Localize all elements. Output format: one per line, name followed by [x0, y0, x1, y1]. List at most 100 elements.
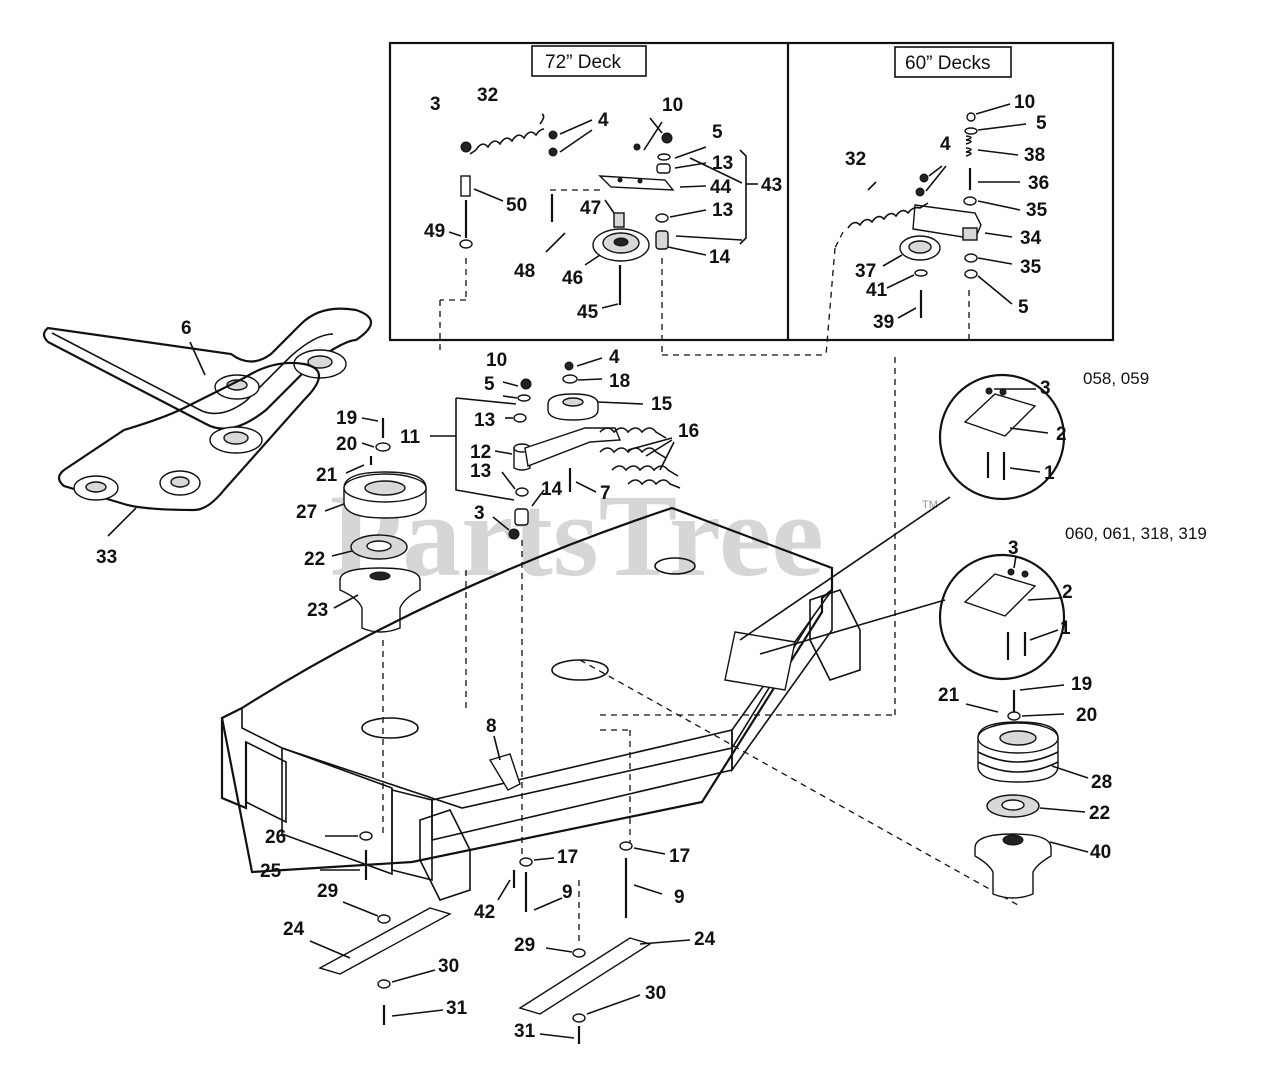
callout-labels: 3 32 4 10 5 13 44 43 50 47 13 49 48 46 1… [96, 85, 1207, 1042]
callout-16: 16 [678, 421, 699, 442]
callout-29: 29 [514, 935, 535, 956]
callout-13: 13 [474, 410, 495, 431]
callout-3: 3 [1040, 378, 1051, 399]
detail-circle-top [938, 373, 1066, 501]
callout-19: 19 [336, 408, 357, 429]
callout-4: 4 [609, 347, 620, 368]
callout-39: 39 [873, 312, 894, 333]
callout-32: 32 [845, 149, 866, 170]
pulley-15 [547, 393, 599, 421]
callout-21: 21 [938, 685, 960, 706]
callout-7: 7 [600, 483, 611, 504]
trademark: TM [922, 499, 938, 511]
callout-41: 41 [866, 280, 888, 301]
callout-8: 8 [486, 716, 497, 737]
callout-18: 18 [609, 371, 630, 392]
callout-44: 44 [710, 177, 732, 198]
callout-13: 13 [712, 200, 733, 221]
callout-35: 35 [1026, 200, 1048, 221]
model-numbers-top: 058, 059 [1083, 369, 1149, 388]
callout-20: 20 [1076, 705, 1097, 726]
mount-plate [724, 631, 796, 691]
callout-2: 2 [1062, 582, 1073, 603]
callout-9: 9 [562, 882, 573, 903]
callout-5: 5 [1018, 297, 1029, 318]
bracket-44 [598, 175, 675, 191]
deck60-header: 60” Decks [905, 53, 991, 74]
callout-22: 22 [1089, 803, 1110, 824]
callout-49: 49 [424, 221, 445, 242]
callout-14: 14 [709, 247, 731, 268]
callout-3: 3 [430, 94, 441, 115]
clip-8 [488, 753, 521, 791]
spring-38 [965, 135, 972, 157]
callout-22: 22 [304, 549, 325, 570]
callout-36: 36 [1028, 173, 1049, 194]
callout-37: 37 [855, 261, 876, 282]
callout-46: 46 [562, 268, 583, 289]
detail-circle-bottom [938, 553, 1066, 681]
callout-28: 28 [1091, 772, 1112, 793]
inset-frame [388, 41, 1115, 342]
bracket-11 [455, 397, 517, 501]
callout-10: 10 [662, 95, 683, 116]
callout-25: 25 [260, 861, 282, 882]
callout-11: 11 [400, 427, 421, 448]
callout-10: 10 [486, 350, 507, 371]
deck60-header-box [894, 46, 1012, 78]
spacer-50 [460, 175, 471, 197]
spindle-40 [974, 833, 1052, 899]
callout-20: 20 [336, 434, 357, 455]
model-numbers-bottom: 060, 061, 318, 319 [1065, 524, 1207, 543]
callout-33: 33 [96, 547, 117, 568]
callout-50: 50 [506, 195, 527, 216]
callout-31: 31 [446, 998, 468, 1019]
callout-29: 29 [317, 881, 338, 902]
deck60-parts [662, 103, 1027, 356]
callout-48: 48 [514, 261, 535, 282]
callout-10: 10 [1014, 92, 1035, 113]
callout-40: 40 [1090, 842, 1111, 863]
callout-38: 38 [1024, 145, 1045, 166]
mower-deck [220, 355, 1019, 906]
callout-42: 42 [474, 902, 495, 923]
spring-32 [475, 128, 545, 151]
callout-5: 5 [1036, 113, 1047, 134]
callout-24: 24 [283, 919, 305, 940]
callout-9: 9 [674, 887, 685, 908]
callout-32: 32 [477, 85, 498, 106]
callout-1: 1 [1044, 463, 1055, 484]
callout-15: 15 [651, 394, 673, 415]
callout-31: 31 [514, 1021, 536, 1042]
spindle-23 [339, 567, 421, 633]
belts [42, 307, 373, 537]
callout-35: 35 [1020, 257, 1042, 278]
callout-3: 3 [474, 503, 485, 524]
idler-arm-assembly [430, 357, 681, 860]
springs-16 [599, 427, 667, 439]
bracket-43 [739, 149, 747, 245]
callout-6: 6 [181, 318, 192, 339]
callout-30: 30 [645, 983, 666, 1004]
callout-43: 43 [761, 175, 782, 196]
detail-circles [938, 373, 1066, 681]
callout-5: 5 [712, 122, 723, 143]
blade-24a [318, 907, 452, 975]
callout-47: 47 [580, 198, 601, 219]
callout-23: 23 [307, 600, 328, 621]
callout-24: 24 [694, 929, 716, 950]
blade-24b [518, 937, 652, 1015]
right-spindle-stack [965, 684, 1089, 899]
callout-1: 1 [1060, 618, 1071, 639]
callout-4: 4 [598, 110, 609, 131]
callout-45: 45 [577, 302, 599, 323]
nut-3 [460, 141, 472, 153]
callout-12: 12 [470, 442, 491, 463]
callout-30: 30 [438, 956, 459, 977]
callout-14: 14 [541, 479, 563, 500]
lower-hardware [309, 831, 691, 1044]
callout-26: 26 [265, 827, 286, 848]
spring-32b [847, 202, 929, 229]
